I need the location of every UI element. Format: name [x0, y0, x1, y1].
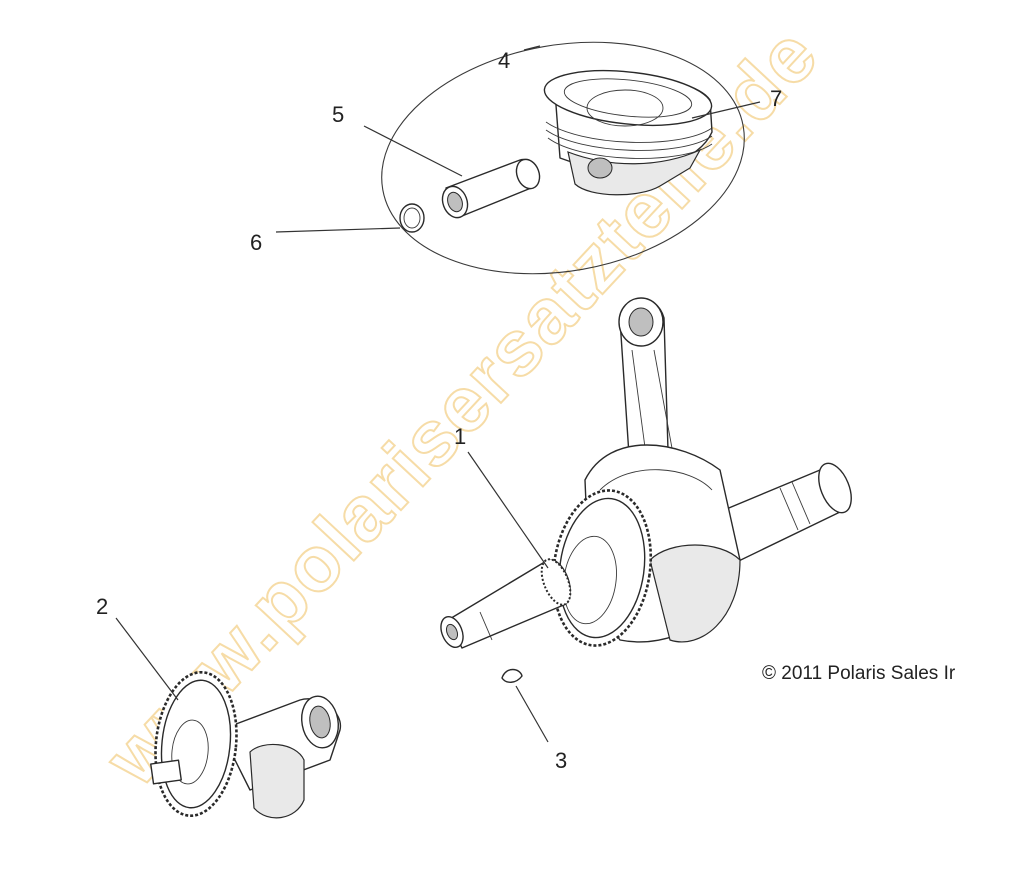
callout-2: 2: [96, 594, 108, 619]
piston-kit-group: [381, 41, 745, 275]
callout-6: 6: [250, 230, 262, 255]
leader-line-2: [115, 617, 179, 701]
callout-3: 3: [555, 748, 567, 773]
callout-7: 7: [770, 86, 782, 111]
wrist-pin: [441, 158, 541, 219]
callout-4: 4: [498, 48, 510, 73]
circlip: [399, 203, 425, 233]
leader-line-4: [523, 45, 541, 51]
leader-line-7: [691, 101, 761, 119]
leader-line-1: [467, 451, 549, 569]
crankshaft-assembly: [440, 297, 852, 649]
piston-kit-ellipse: [381, 41, 745, 275]
piston: [543, 69, 713, 196]
leader-line-3: [515, 685, 549, 743]
leader-line-5: [363, 125, 463, 177]
leader-line-6: [275, 227, 401, 233]
callout-1: 1: [454, 424, 466, 449]
woodruff-key: [501, 668, 523, 683]
balance-shaft: [150, 670, 342, 819]
callout-5: 5: [332, 102, 344, 127]
copyright-notice: © 2011 Polaris Sales Ir: [762, 663, 956, 684]
